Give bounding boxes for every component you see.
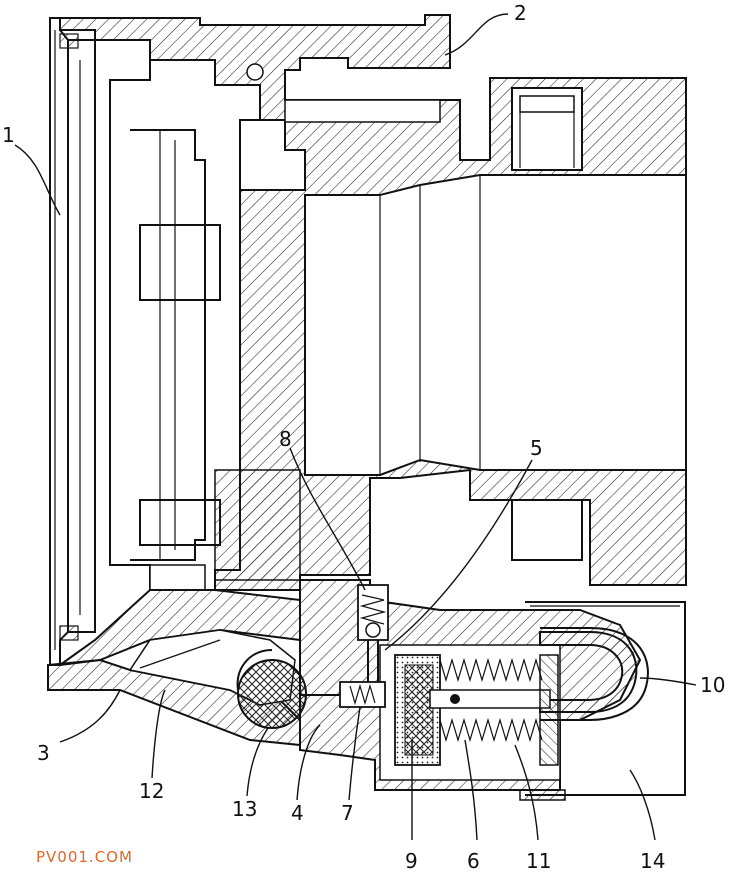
callout-3: 3 [37,741,50,765]
leader-lines [14,13,697,841]
callout-labels: 1 2 3 12 13 4 7 8 5 10 9 6 11 14 [2,1,725,873]
callout-13: 13 [232,797,257,821]
callout-2: 2 [514,1,527,25]
callout-10: 10 [700,673,725,697]
face-plate [49,17,96,666]
callout-8: 8 [279,427,292,451]
callout-1: 1 [2,123,15,147]
callout-4: 4 [291,801,304,825]
inner-plates [109,59,301,591]
valve-block [299,579,649,791]
callout-11: 11 [526,849,551,873]
callout-9: 9 [405,849,418,873]
upper-housing [50,14,687,591]
callout-5: 5 [530,436,543,460]
callout-7: 7 [341,801,354,825]
watermark-text: PV001.COM [36,848,133,866]
bottom-housing [47,589,307,747]
callout-12: 12 [139,779,164,803]
callout-6: 6 [467,849,480,873]
callout-14: 14 [640,849,665,873]
